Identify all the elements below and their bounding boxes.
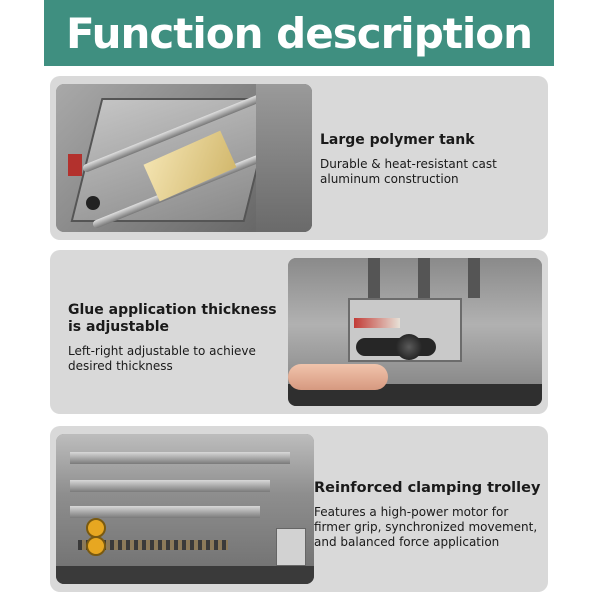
feature-card-polymer-tank: Large polymer tank Durable & heat-resist… <box>50 76 548 240</box>
machine-bar <box>418 258 430 298</box>
machine-bar <box>368 258 380 298</box>
feature-card-clamping-trolley: Reinforced clamping trolley Features a h… <box>50 426 548 592</box>
finger-icon <box>288 364 388 390</box>
feature-text: Large polymer tank Durable & heat-resist… <box>320 132 542 187</box>
feature-text: Glue application thickness is adjustable… <box>68 302 282 374</box>
machine-base <box>56 566 314 584</box>
feature-description: Durable & heat-resistant cast aluminum c… <box>320 157 497 186</box>
trolley-beam <box>70 506 260 518</box>
gear-icon <box>86 536 106 556</box>
thickness-scale <box>354 318 400 328</box>
trolley-beam <box>70 452 290 464</box>
feature-description: Left-right adjustable to achieve desired… <box>68 344 256 373</box>
drive-chain <box>78 540 228 550</box>
feature-card-thickness: Glue application thickness is adjustable… <box>50 250 548 414</box>
title-banner: Function description <box>44 0 554 66</box>
page-title: Function description <box>66 8 533 58</box>
knob-icon <box>396 334 422 360</box>
machine-side <box>256 84 312 232</box>
feature-title: Glue application thickness is adjustable <box>68 302 277 335</box>
machine-bar <box>468 258 480 298</box>
feature-description: Features a high-power motor for firmer g… <box>314 505 538 549</box>
feature-title: Reinforced clamping trolley <box>314 480 541 496</box>
feature-text: Reinforced clamping trolley Features a h… <box>314 480 544 550</box>
indicator-strip <box>68 154 82 176</box>
gear-icon <box>86 518 106 538</box>
switch-panel <box>276 528 306 566</box>
feature-title: Large polymer tank <box>320 132 475 148</box>
polymer-tank-photo <box>56 84 312 232</box>
knob-icon <box>86 196 100 210</box>
clamping-trolley-photo <box>56 434 314 584</box>
trolley-beam <box>70 480 270 492</box>
thickness-knob-photo <box>288 258 542 406</box>
